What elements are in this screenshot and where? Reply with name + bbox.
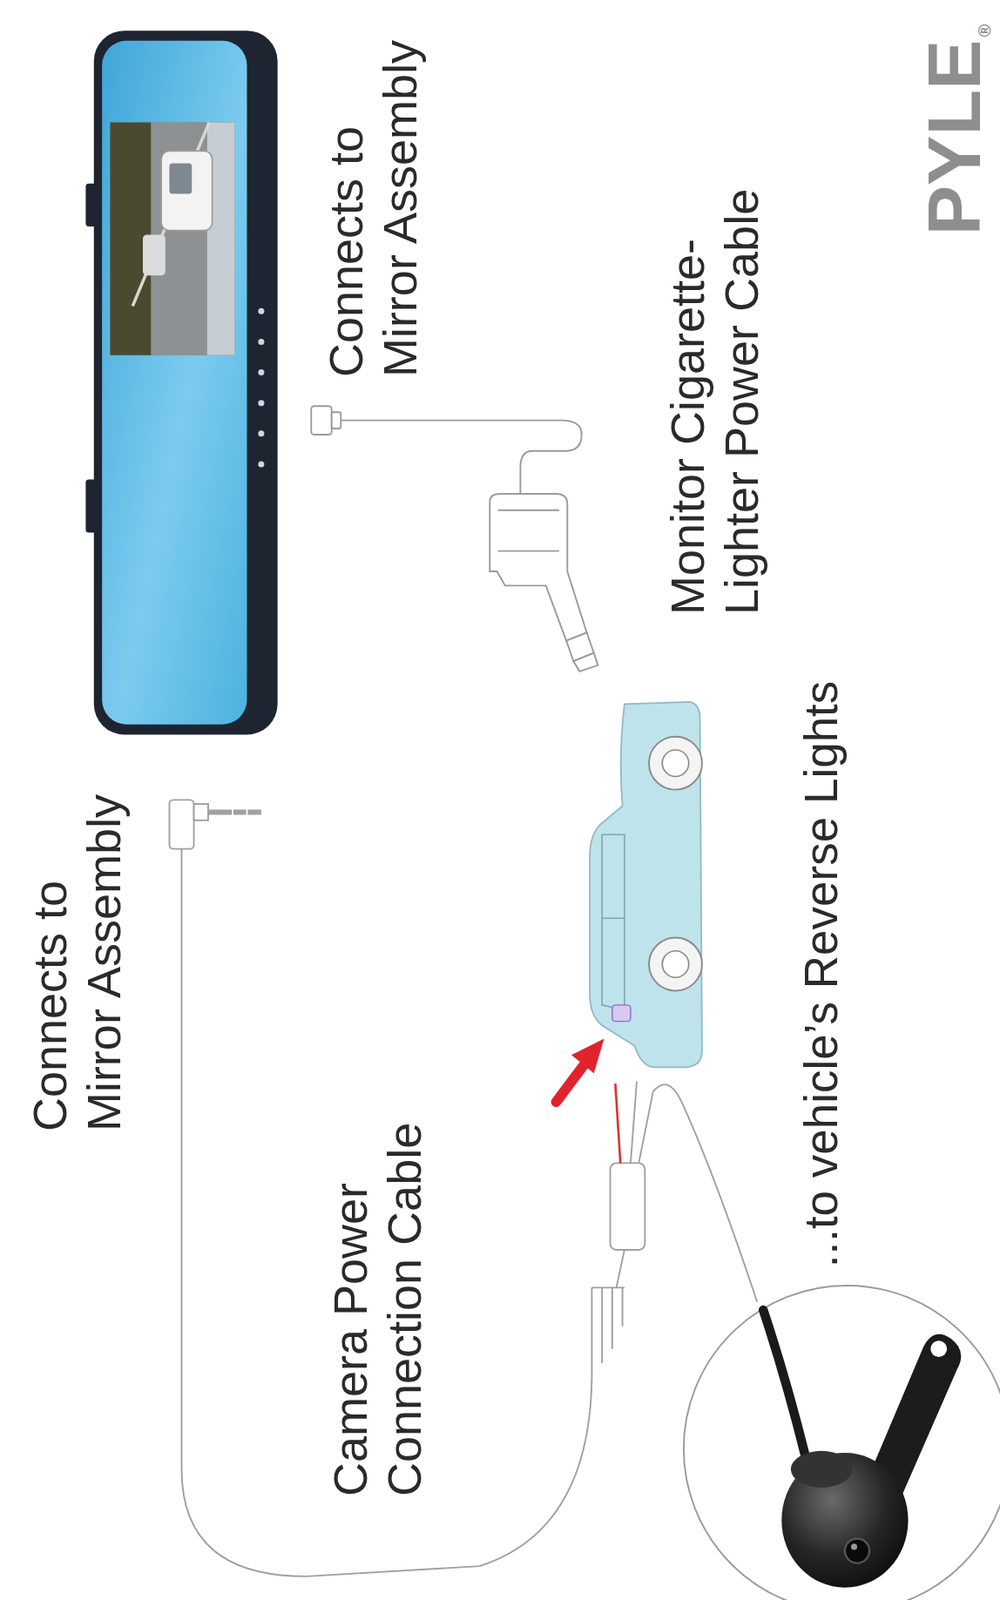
wheel	[648, 736, 703, 791]
button	[257, 369, 264, 376]
grey-wire	[638, 1091, 653, 1163]
artwork	[85, 30, 1000, 1600]
callout-label: Connects to Mirror Assembly	[317, 11, 426, 378]
mirror-monitor	[85, 30, 278, 735]
callout-label: Camera Power Connection Cable	[323, 1095, 432, 1497]
power-plug	[310, 405, 332, 435]
cigarette-adapter	[489, 493, 587, 642]
brand-logo: PYLE	[916, 40, 992, 237]
button	[257, 460, 264, 467]
jack-plug	[194, 804, 209, 821]
reverse-light	[612, 1005, 631, 1022]
cable-bundle	[601, 1287, 622, 1364]
cable-bundle	[591, 1250, 624, 1288]
callout-label: ...to vehicle’s Reverse Lights	[796, 681, 850, 1269]
power-cable	[310, 405, 598, 672]
mirror-frame	[94, 30, 278, 735]
screen-car	[142, 234, 166, 276]
callout-label: Connects to Mirror Assembly	[22, 766, 131, 1133]
wheel-hub	[662, 750, 689, 777]
adapter-grip	[498, 510, 560, 552]
power-plug	[331, 412, 342, 429]
jack-ring	[232, 807, 247, 818]
arrow-shaft	[555, 1065, 584, 1102]
callout-label: Monitor Cigarette-Lighter Power Cable	[660, 170, 769, 615]
camera-wire	[653, 1084, 757, 1303]
wire-splitter	[610, 1162, 646, 1250]
car-windows	[601, 834, 625, 1010]
camera-inset-circle	[683, 1285, 1000, 1600]
rear-camera	[683, 1285, 1000, 1600]
car	[589, 702, 703, 1068]
car-body	[589, 702, 703, 1068]
cable-wire	[182, 849, 593, 1577]
button	[257, 430, 264, 437]
wheel	[648, 938, 703, 992]
arrow-head	[571, 1039, 604, 1075]
mirror-screen	[110, 122, 236, 356]
mirror-glass	[101, 40, 247, 725]
red-wire	[614, 1083, 621, 1163]
camera-cable	[168, 799, 757, 1576]
power-wire	[340, 420, 582, 497]
camera-lead	[763, 1310, 806, 1460]
lens-glint	[851, 1543, 858, 1550]
screen-image	[110, 122, 236, 356]
camera-lens	[844, 1539, 870, 1564]
button	[257, 308, 264, 315]
button	[257, 399, 264, 406]
mirror-buttons	[257, 308, 264, 468]
registered-mark: ®	[975, 24, 994, 38]
screen-car-window	[168, 162, 192, 194]
wheel-hub	[662, 951, 689, 978]
button	[257, 338, 264, 345]
bracket-hole	[930, 1340, 947, 1358]
screen-car	[161, 150, 213, 230]
jack-pin	[208, 810, 262, 816]
camera-collar	[790, 1451, 852, 1488]
jack-plug	[168, 799, 194, 849]
adapter-tip	[573, 653, 598, 672]
grey-wire	[630, 1081, 637, 1164]
red-arrow	[555, 1039, 604, 1103]
